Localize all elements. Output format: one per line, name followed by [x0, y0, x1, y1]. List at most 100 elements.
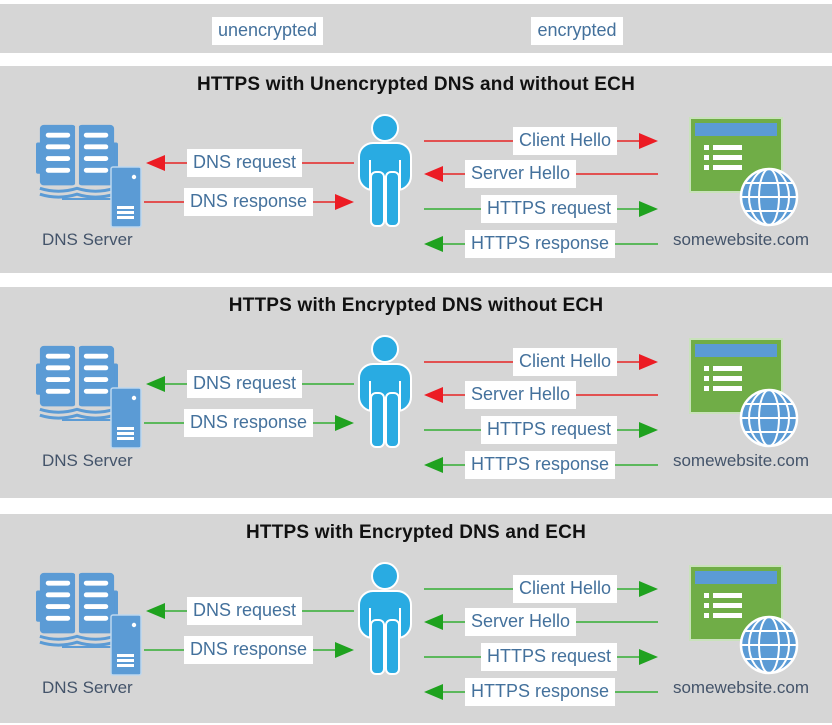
scenario-panel-1: HTTPS with Encrypted DNS without ECH: [0, 287, 832, 498]
arrow-label: HTTPS request: [480, 195, 617, 223]
arrow-https-response: HTTPS response: [424, 677, 658, 707]
arrow-https-request: HTTPS request: [424, 194, 658, 224]
arrow-client-hello: Client Hello: [424, 347, 658, 377]
website-icon: [689, 338, 799, 448]
arrow-line: [144, 649, 184, 651]
arrow-line: [424, 656, 481, 658]
dns-book-icon: [36, 124, 118, 199]
arrow-server-hello: Server Hello: [424, 607, 658, 637]
arrow-line: [302, 162, 354, 164]
arrow-dns-request: DNS request: [146, 596, 354, 626]
legend-label: encrypted: [531, 17, 623, 45]
dns-server-label: DNS Server: [42, 678, 133, 697]
arrow-label: Client Hello: [512, 348, 617, 376]
server-connector-line: [62, 646, 114, 648]
arrow-label: Client Hello: [512, 575, 617, 603]
list-icon: [704, 593, 742, 618]
arrow-line: [144, 422, 184, 424]
website-icon: [689, 565, 799, 675]
server-connector-line: [62, 419, 114, 421]
arrow-label: DNS request: [187, 149, 303, 177]
arrow-https-request: HTTPS request: [424, 642, 658, 672]
arrow-label: DNS response: [183, 636, 313, 664]
arrow-line: [615, 691, 658, 693]
arrow-line: [617, 588, 639, 590]
arrow-line: [424, 588, 513, 590]
legend-item-unencrypted: unencrypted: [150, 17, 385, 45]
list-icon: [704, 366, 742, 391]
arrow-line: [443, 243, 465, 245]
panel-title: HTTPS with Encrypted DNS and ECH: [246, 522, 586, 543]
arrow-line: [302, 610, 354, 612]
arrow-line: [443, 621, 465, 623]
server-connector-line: [62, 198, 114, 200]
arrow-label: DNS request: [187, 597, 303, 625]
arrow-label: HTTPS response: [465, 451, 616, 479]
arrow-label: DNS request: [187, 370, 303, 398]
arrow-line: [165, 162, 187, 164]
scenario-panel-0: HTTPS with Unencrypted DNS and without E…: [0, 66, 832, 273]
arrowhead-left-icon: [424, 166, 443, 182]
arrow-label: Server Hello: [465, 160, 577, 188]
arrow-https-response: HTTPS response: [424, 229, 658, 259]
globe-icon: [739, 167, 799, 227]
arrow-dns-response: DNS response: [144, 187, 354, 217]
person-icon: [358, 562, 412, 675]
arrow-line: [424, 429, 481, 431]
arrow-dns-request: DNS request: [146, 369, 354, 399]
arrow-label: Client Hello: [512, 127, 617, 155]
arrow-label: DNS response: [183, 188, 313, 216]
arrow-line: [617, 656, 639, 658]
arrow-line: [443, 691, 465, 693]
panel-title: HTTPS with Encrypted DNS without ECH: [228, 295, 604, 316]
arrowhead-right-icon: [639, 354, 658, 370]
scenario-panel-2: HTTPS with Encrypted DNS and ECH: [0, 514, 832, 723]
website-label: somewebsite.com: [672, 230, 810, 249]
arrow-line: [615, 243, 658, 245]
arrowhead-right-icon: [639, 422, 658, 438]
arrow-line: [443, 394, 465, 396]
arrowhead-left-icon: [424, 457, 443, 473]
arrowhead-right-icon: [335, 642, 354, 658]
arrowhead-left-icon: [146, 603, 165, 619]
arrow-label: Server Hello: [465, 608, 577, 636]
arrow-https-request: HTTPS request: [424, 415, 658, 445]
dns-server-label: DNS Server: [42, 451, 133, 470]
arrow-line: [576, 394, 658, 396]
person-icon: [358, 114, 412, 227]
arrow-line: [443, 464, 465, 466]
arrow-line: [615, 464, 658, 466]
dns-server-tower-icon: [110, 166, 142, 228]
legend-item-encrypted: encrypted: [462, 17, 692, 45]
dns-server-tower-icon: [110, 614, 142, 676]
arrow-dns-response: DNS response: [144, 635, 354, 665]
panel-title: HTTPS with Unencrypted DNS and without E…: [196, 74, 635, 95]
globe-icon: [739, 388, 799, 448]
arrow-server-hello: Server Hello: [424, 380, 658, 410]
arrow-line: [165, 610, 187, 612]
arrowhead-left-icon: [146, 155, 165, 171]
arrow-line: [617, 361, 639, 363]
arrow-line: [313, 649, 335, 651]
arrow-label: Server Hello: [465, 381, 577, 409]
website-icon: [689, 117, 799, 227]
dns-book-icon: [36, 345, 118, 420]
arrow-line: [165, 383, 187, 385]
arrow-line: [576, 621, 658, 623]
arrow-line: [424, 140, 513, 142]
legend-bar: unencrypted encrypted: [0, 4, 832, 53]
list-icon: [704, 145, 742, 170]
arrow-line: [302, 383, 354, 385]
arrow-https-response: HTTPS response: [424, 450, 658, 480]
arrow-line: [576, 173, 658, 175]
arrow-client-hello: Client Hello: [424, 126, 658, 156]
arrow-label: HTTPS request: [480, 416, 617, 444]
arrow-line: [617, 140, 639, 142]
arrowhead-right-icon: [335, 194, 354, 210]
arrow-line: [443, 173, 465, 175]
arrow-line: [617, 208, 639, 210]
arrowhead-right-icon: [639, 649, 658, 665]
legend-label: unencrypted: [211, 17, 324, 45]
arrow-dns-request: DNS request: [146, 148, 354, 178]
arrow-label: HTTPS response: [465, 230, 616, 258]
